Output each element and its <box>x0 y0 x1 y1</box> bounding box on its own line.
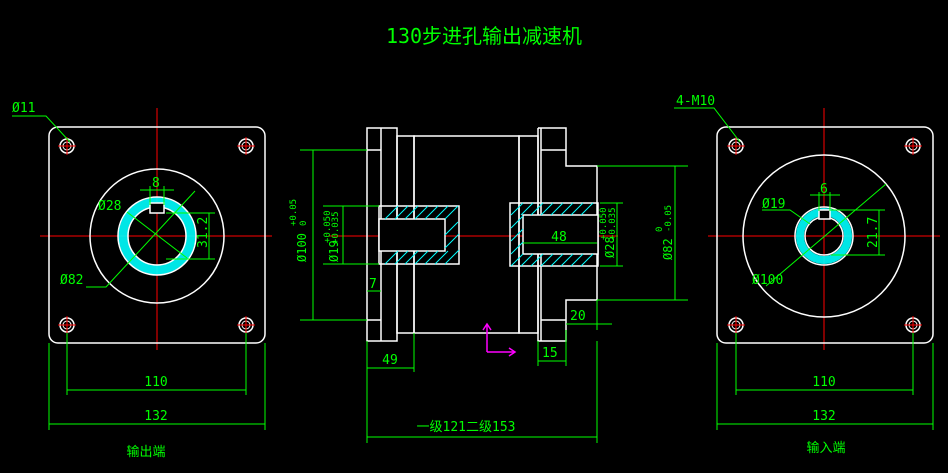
input-bore-hatch-lines <box>384 205 460 265</box>
left-view-caption: 输出端 <box>126 444 165 460</box>
left-keyway <box>149 202 165 214</box>
pilot100-tol-lower: 0 <box>299 221 309 226</box>
left-bore-outer <box>117 196 197 276</box>
input-bore-label: Ø19 <box>327 240 341 262</box>
left-bore-dia-label: Ø28 <box>98 199 121 214</box>
right-mount-holes <box>727 137 922 334</box>
left-key-width-label: 8 <box>152 176 160 191</box>
right-dimensions <box>674 107 934 430</box>
right-flange-width-label: 132 <box>812 409 835 424</box>
right-view-caption: 输入端 <box>806 440 845 456</box>
flange-thickness-label: 20 <box>570 309 586 324</box>
left-flange-outline <box>48 126 266 344</box>
right-keyway <box>818 209 831 220</box>
right-pcd-label: Ø100 <box>752 273 783 288</box>
middle-view: Ø100 +0.05 0 Ø19 +0.050 +0.035 7 49 48 Ø… <box>289 127 688 443</box>
left-bore-hatch-ring <box>118 197 196 275</box>
output-bore-tol-lower: +0.035 <box>608 207 618 240</box>
input-bore-tol-upper: +0.050 <box>323 210 333 243</box>
pilot100-label: Ø100 <box>295 233 309 262</box>
right-view: 4-M10 Ø19 6 21.7 Ø100 110 132 输入端 <box>674 94 940 456</box>
output-pilot-tol-upper: 0 <box>655 227 665 232</box>
middle-dim-texts: Ø100 +0.05 0 Ø19 +0.050 +0.035 7 49 48 Ø… <box>289 199 675 435</box>
left-dimensions <box>12 115 266 430</box>
right-bore-dia-label: Ø19 <box>762 197 785 212</box>
pilot-length-label: 15 <box>542 346 558 361</box>
input-length-label: 49 <box>382 353 398 368</box>
output-pilot-tol-lower: -0.05 <box>664 205 674 232</box>
right-key-width-label: 6 <box>820 182 828 197</box>
input-depth-label: 7 <box>369 277 377 292</box>
output-bore-tol-upper: +0.050 <box>599 207 609 240</box>
right-hole-spacing-label: 110 <box>812 375 835 390</box>
overall-length-label: 一级121二级153 <box>417 420 516 435</box>
output-bore-label: Ø28 <box>603 236 617 258</box>
pilot100-tol-upper: +0.05 <box>289 199 299 226</box>
right-thread-spec-label: 4-M10 <box>676 94 715 109</box>
left-hole-spacing-label: 110 <box>144 375 167 390</box>
left-flange-width-label: 132 <box>144 409 167 424</box>
input-bore-void <box>378 218 446 252</box>
right-pcd-circle <box>742 154 906 318</box>
output-pilot-label: Ø82 <box>661 238 675 260</box>
input-bore-tol-lower: +0.035 <box>331 211 341 244</box>
ucs-icon <box>482 322 517 357</box>
left-pilot-circle <box>89 168 225 304</box>
right-bore-outer <box>794 206 854 266</box>
output-bore-void <box>522 214 599 255</box>
left-pilot-dia-label: Ø82 <box>60 273 83 288</box>
right-key-depth-label: 21.7 <box>866 217 881 248</box>
output-bore-hatch-lines <box>510 202 594 267</box>
left-hole-dia-label: Ø11 <box>12 101 35 116</box>
right-flange-outline <box>716 126 934 344</box>
output-length-label: 48 <box>551 230 567 245</box>
drawing-title: 130步进孔输出减速机 <box>386 24 582 48</box>
middle-dimensions <box>300 149 688 443</box>
left-key-depth-label: 31.2 <box>196 217 211 248</box>
left-view: Ø11 8 Ø28 31.2 Ø82 110 132 输出端 <box>12 101 272 460</box>
left-mount-holes <box>58 137 255 334</box>
